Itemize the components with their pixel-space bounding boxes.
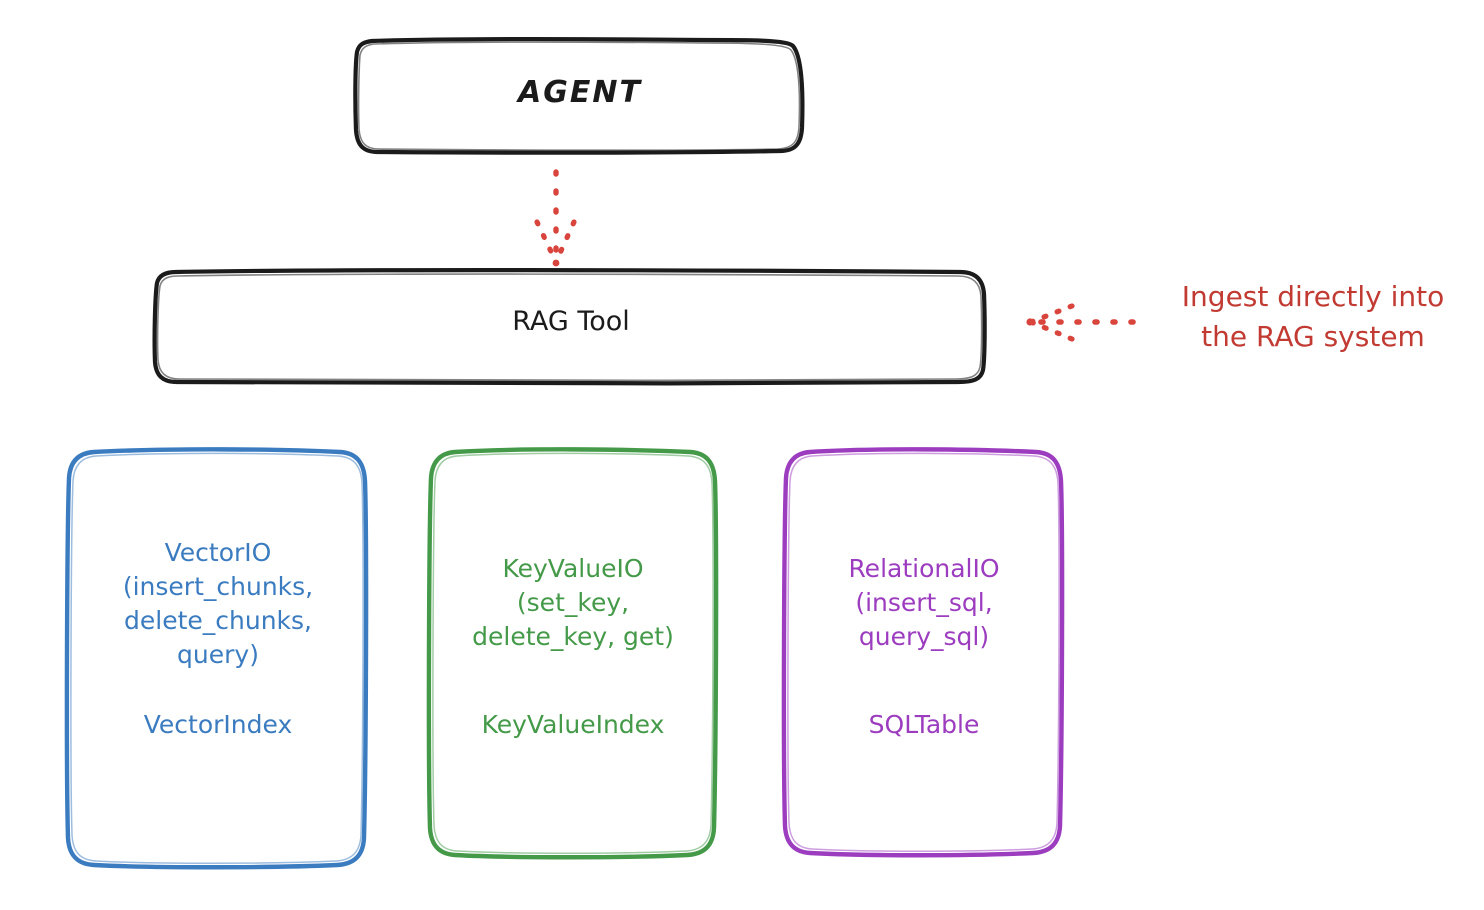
ingest-arrow (1026, 303, 1136, 342)
agent-box[interactable] (353, 36, 805, 155)
keyvalue-io-box[interactable] (426, 447, 719, 860)
agent-to-rag-arrow (534, 169, 577, 267)
rag-tool-box[interactable] (152, 268, 987, 386)
vector-io-box[interactable] (64, 447, 369, 870)
relational-io-box[interactable] (781, 447, 1065, 858)
